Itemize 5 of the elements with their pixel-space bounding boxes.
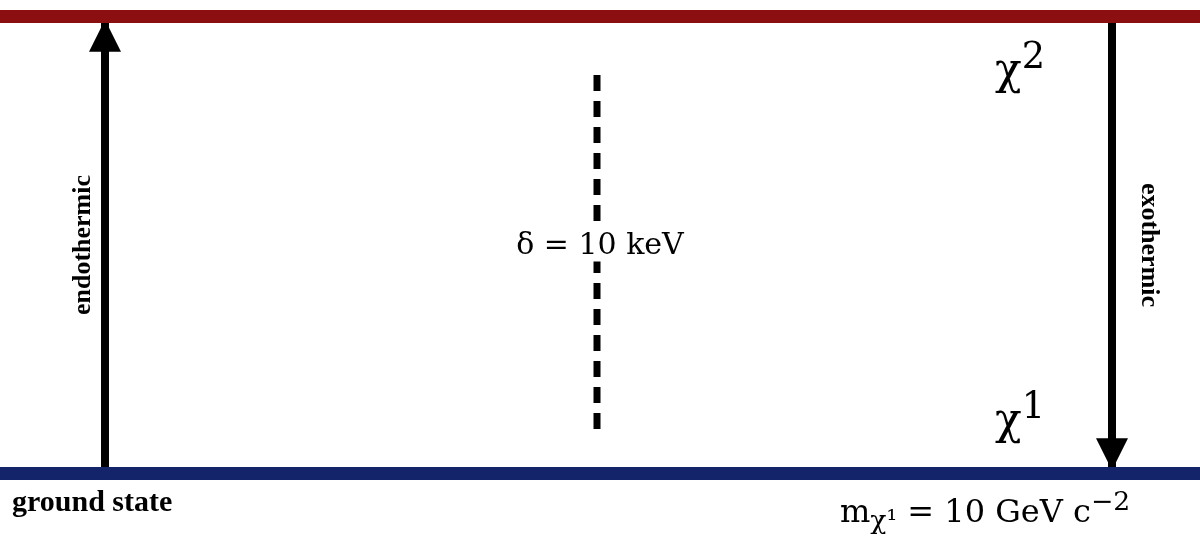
mass-label: m$_{χ¹}$ = 10 GeV c$^{−2}$ <box>840 488 1131 534</box>
edge-label: exothermic <box>1137 182 1163 308</box>
level-label: ground state <box>12 484 173 517</box>
edge-label: endothermic <box>69 174 95 316</box>
energy-level-bar <box>0 10 1200 23</box>
